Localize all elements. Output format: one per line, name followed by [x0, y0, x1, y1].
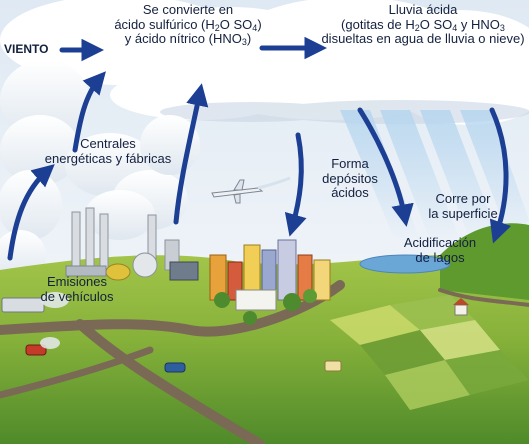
vehicles: [1, 297, 342, 373]
smoke-plume-left: [0, 60, 200, 280]
fields: [330, 295, 529, 410]
arrow-emissions-up: [7, 164, 55, 261]
label-corre-superficie: Corre por la superficie: [428, 191, 498, 221]
label-emisiones: Emisiones de vehículos: [40, 274, 114, 304]
ground: [0, 235, 529, 444]
lake: [359, 254, 451, 274]
arrow-factory-up: [173, 83, 209, 225]
label-lluvia-acida: Lluvia ácida (gotitas de H2O SO4 y HNO3 …: [321, 2, 525, 47]
arrow-deposits: [284, 132, 307, 237]
label-acidificacion: Acidificación de lagos: [403, 235, 477, 265]
label-forma-depositos: Forma depósitos ácidos: [322, 156, 378, 201]
label-centrales: Centrales energéticas y fábricas: [44, 136, 172, 166]
label-viento: VIENTO: [4, 42, 49, 56]
airplane-icon: [211, 176, 291, 204]
exhaust-puffs: [40, 292, 69, 349]
arrow-lakes: [489, 107, 512, 244]
arrow-runoff: [357, 107, 414, 227]
process-arrows: [7, 36, 512, 261]
farm-buildings: [453, 298, 469, 316]
city: [209, 239, 331, 325]
roads: [0, 280, 529, 444]
factory-complex: [65, 207, 199, 281]
label-convierte: Se convierte en ácido sulfúrico (H2O SO4…: [114, 2, 262, 48]
arrow-centrales-up: [72, 71, 106, 153]
